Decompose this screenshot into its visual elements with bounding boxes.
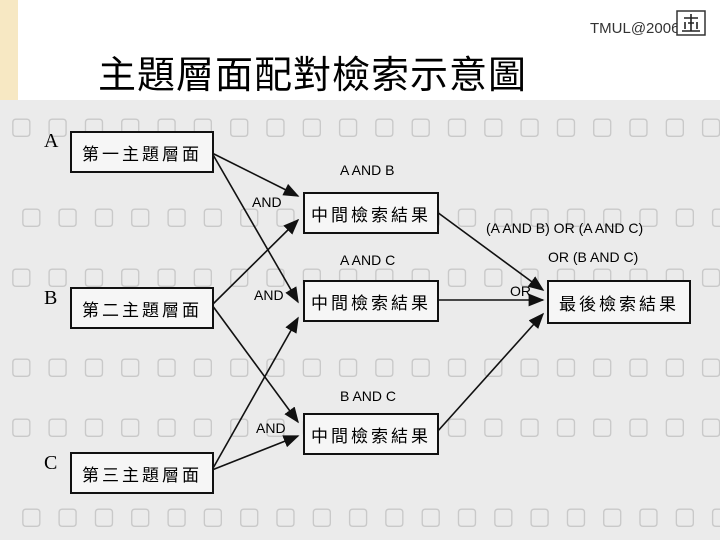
input-letter-b: B bbox=[44, 287, 58, 309]
combo-label-bc: B AND C bbox=[340, 388, 397, 404]
operator-and-ab: AND bbox=[252, 194, 282, 210]
arrow-b-to-ab bbox=[211, 218, 300, 306]
combo-label-ac: A AND C bbox=[340, 252, 396, 268]
intermediate-box-ac: 中間檢索結果 bbox=[303, 280, 439, 322]
final-expression-line1: (A AND B) OR (A AND C) bbox=[486, 220, 644, 236]
slide-title: 主題層面配對檢索示意圖 bbox=[98, 53, 528, 97]
ghost-text: ▢ ▢ ▢ ▢ ▢ ▢ ▢ ▢ ▢ ▢ ▢ ▢ ▢ ▢ ▢ ▢ ▢ ▢ ▢ ▢ bbox=[10, 352, 720, 380]
arrow-a-to-ac bbox=[211, 152, 299, 304]
arrow-b-to-bc bbox=[211, 304, 299, 424]
arrow-ab-to-final bbox=[436, 211, 545, 291]
brand-label: TMUL@2006 bbox=[590, 20, 680, 37]
input-box-first: 第一主題層面 bbox=[70, 131, 214, 173]
intermediate-box-ab: 中間檢索結果 bbox=[303, 192, 439, 234]
input-box-second: 第二主題層面 bbox=[70, 287, 214, 329]
arrow-c-to-ac bbox=[211, 316, 299, 471]
header-accent-side bbox=[0, 0, 18, 100]
slide-header: 主題層面配對檢索示意圖 TMUL@2006 bbox=[0, 0, 720, 100]
input-box-third: 第三主題層面 bbox=[70, 452, 214, 494]
arrow-bc-to-final bbox=[436, 312, 545, 433]
operator-and-bc: AND bbox=[256, 420, 286, 436]
combo-label-ab: A AND B bbox=[340, 162, 395, 178]
operator-and-ac: AND bbox=[254, 287, 284, 303]
final-result-box: 最後檢索結果 bbox=[547, 280, 691, 324]
input-letter-c: C bbox=[44, 452, 58, 474]
intermediate-box-bc: 中間檢索結果 bbox=[303, 413, 439, 455]
ghost-text: ▢ ▢ ▢ ▢ ▢ ▢ ▢ ▢ ▢ ▢ ▢ ▢ ▢ ▢ ▢ ▢ ▢ ▢ ▢ ▢ bbox=[20, 502, 720, 530]
arrow-a-to-ab bbox=[211, 152, 300, 197]
library-logo-icon bbox=[676, 10, 706, 36]
input-letter-a: A bbox=[44, 130, 59, 152]
final-expression-line2: OR (B AND C) bbox=[548, 249, 639, 265]
arrow-c-to-bc bbox=[211, 435, 300, 471]
operator-or: OR bbox=[510, 283, 531, 299]
